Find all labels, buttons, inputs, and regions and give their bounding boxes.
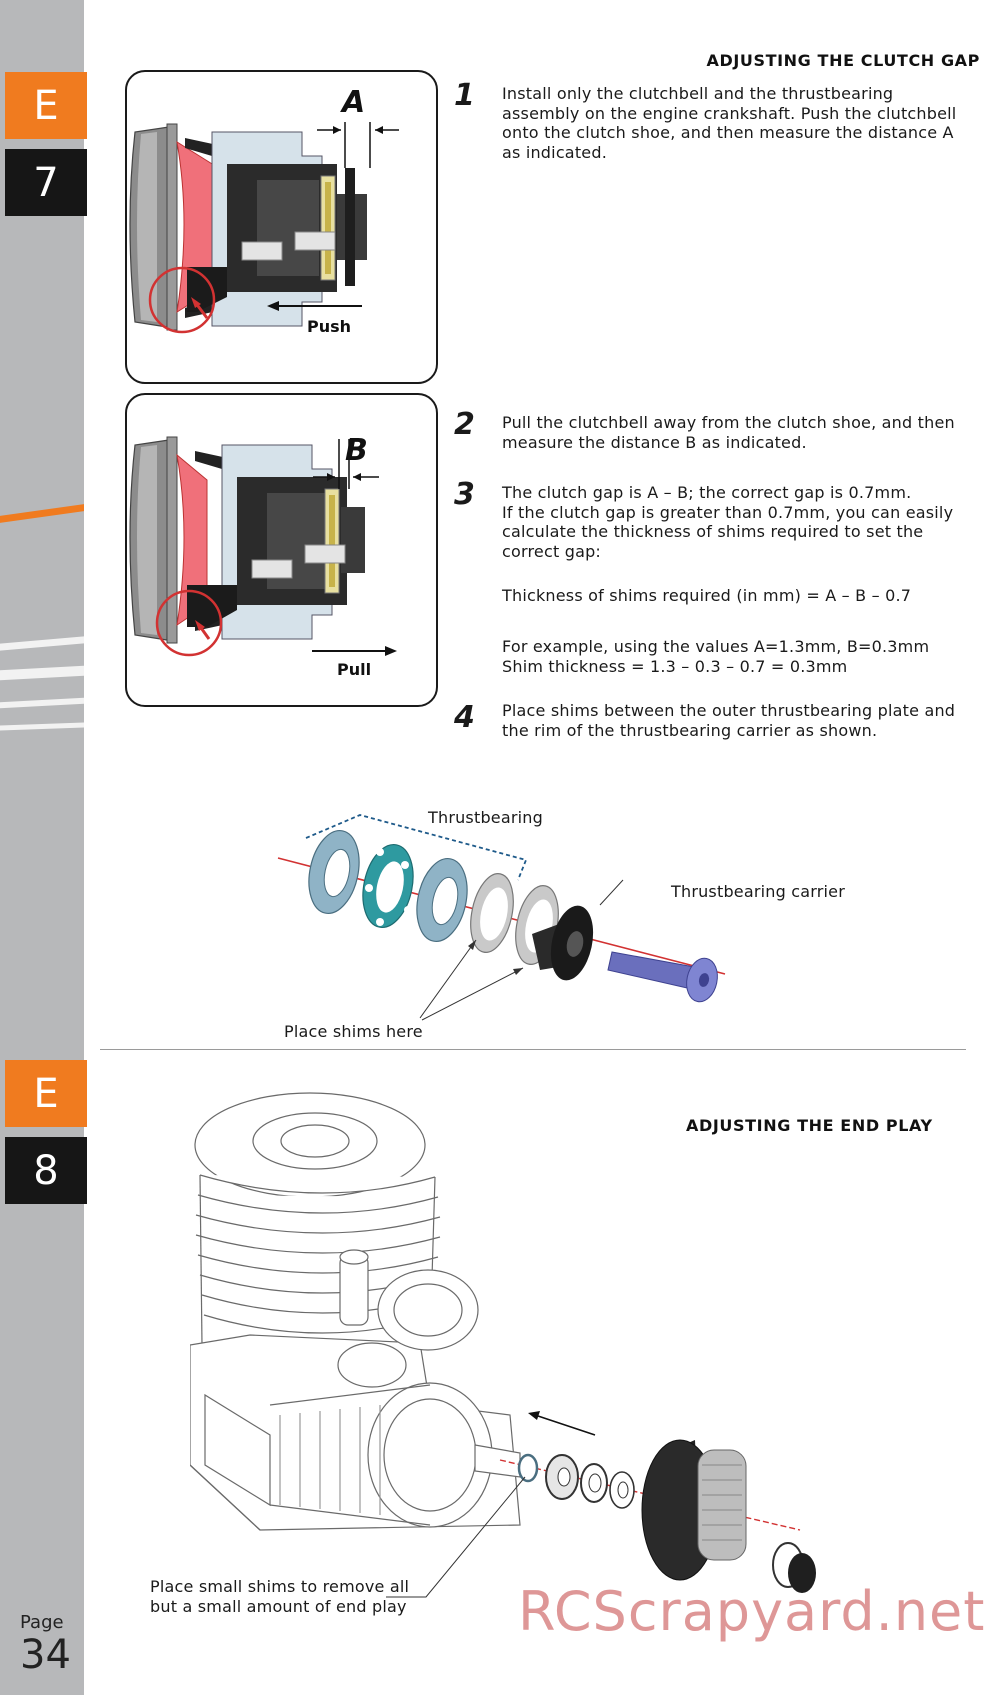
section-number-tab: 8 (5, 1137, 87, 1204)
caption-line: Place small shims to remove all (150, 1577, 410, 1596)
step-line: calculate the thickness of shims require… (502, 522, 924, 541)
step-1-text: Install only the clutchbell and the thru… (502, 84, 956, 162)
step-line: measure the distance B as indicated. (502, 432, 807, 452)
push-direction-label: Push (307, 317, 351, 336)
step-line: Pull the clutchbell away from the clutch… (502, 413, 955, 432)
step-line: as indicated. (502, 142, 607, 162)
section-letter-tab: E (5, 1060, 87, 1127)
watermark: RCScrapyard.net (518, 1580, 986, 1643)
end-play-caption: Place small shims to remove all but a sm… (150, 1577, 409, 1617)
section-title-clutch-gap: ADJUSTING THE CLUTCH GAP (706, 51, 980, 70)
step-number: 3 (454, 477, 475, 512)
label-place-shims: Place shims here (284, 1022, 423, 1041)
label-thrustbearing-carrier: Thrustbearing carrier (671, 882, 845, 901)
page-number: 34 (20, 1632, 71, 1678)
step-line: the rim of the thrustbearing carrier as … (502, 720, 878, 740)
step-number: 1 (454, 78, 475, 113)
figure-pull-measure-b: B Pull (125, 393, 438, 707)
step-number: 2 (454, 407, 475, 442)
section-number-tab: 7 (5, 149, 87, 216)
section-divider (100, 1049, 966, 1050)
sidebar-stripe-white (0, 665, 84, 681)
step-3-text: The clutch gap is A – B; the correct gap… (502, 483, 953, 561)
clutch-push-drawing: A Push (129, 85, 399, 336)
dimension-label-a: A (340, 85, 365, 120)
sidebar (0, 0, 84, 1695)
step-line: Install only the clutchbell and the thru… (502, 84, 894, 103)
step-line: correct gap: (502, 541, 602, 561)
step-number: 4 (454, 700, 475, 735)
example-line: Shim thickness = 1.3 – 0.3 – 0.7 = 0.3mm (502, 656, 848, 676)
page-label: Page (20, 1612, 64, 1633)
shim-formula: Thickness of shims required (in mm) = A … (502, 586, 912, 605)
sidebar-stripe-white (0, 636, 84, 651)
engine-end-play-drawing (190, 1092, 816, 1598)
dimension-label-b: B (345, 433, 368, 468)
step-line: If the clutch gap is greater than 0.7mm,… (502, 502, 954, 522)
sidebar-stripe-white (0, 722, 84, 731)
section-title-end-play: ADJUSTING THE END PLAY (686, 1116, 933, 1135)
pull-direction-label: Pull (337, 660, 371, 679)
caption-line: but a small amount of end play (150, 1597, 407, 1616)
sidebar-stripe-orange (0, 504, 84, 523)
example-line: For example, using the values A=1.3mm, B… (502, 637, 930, 656)
sidebar-stripe-white (0, 697, 84, 709)
label-thrustbearing: Thrustbearing (428, 808, 543, 827)
step-line: onto the clutch shoe, and then measure t… (502, 123, 954, 142)
thrustbearing-exploded-view (277, 814, 726, 1021)
step-4-text: Place shims between the outer thrustbear… (502, 701, 955, 740)
shim-example: For example, using the values A=1.3mm, B… (502, 637, 929, 676)
clutch-pull-drawing: B Pull (129, 433, 397, 679)
section-letter-tab: E (5, 72, 87, 139)
step-line: assembly on the engine crankshaft. Push … (502, 103, 957, 123)
step-2-text: Pull the clutchbell away from the clutch… (502, 413, 955, 452)
step-line: The clutch gap is A – B; the correct gap… (502, 483, 912, 502)
step-line: Place shims between the outer thrustbear… (502, 701, 956, 720)
figure-push-measure-a: A Push (125, 70, 438, 384)
